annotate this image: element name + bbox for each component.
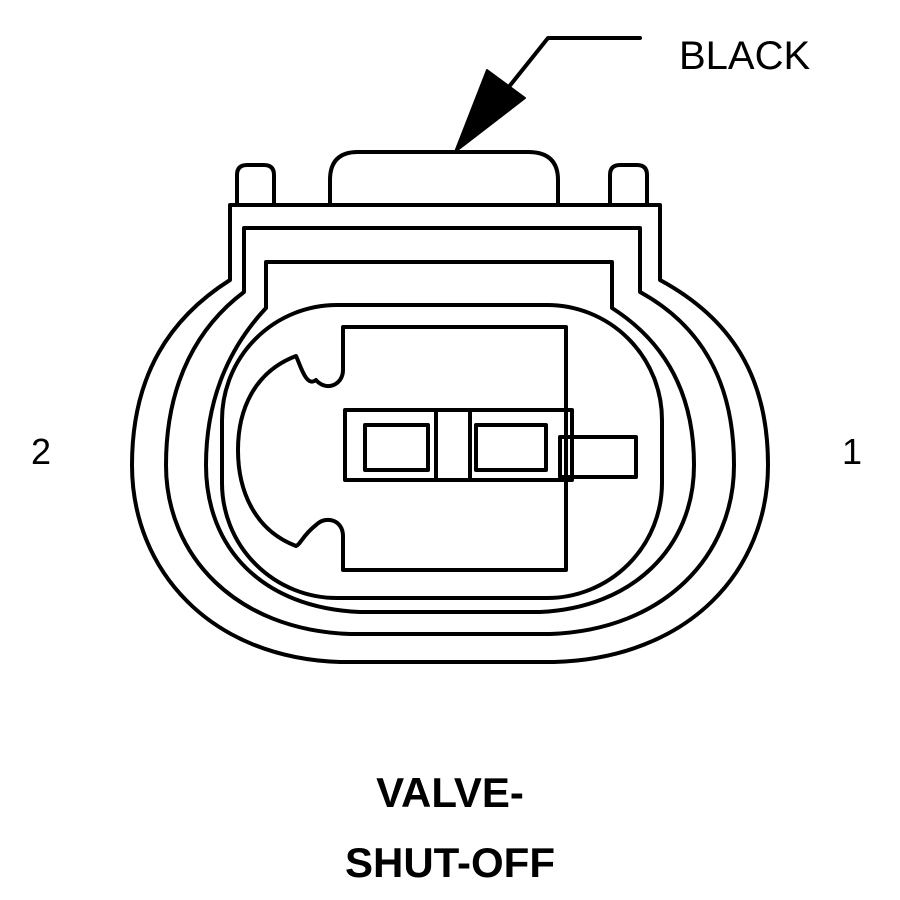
terminal-block [236,325,568,572]
inner-cavity [220,303,664,600]
right-latch-tab [608,163,649,207]
center-locking-hump [328,150,560,207]
middle-housing [164,226,736,636]
terminal-slot-frame [343,408,574,482]
pin-1-label: 1 [842,431,863,472]
connector-title-line-1: VALVE- [376,769,524,816]
terminal-slot-left [363,423,430,472]
wire-color-label: BLACK [679,34,811,78]
callout-arrowhead [454,69,526,153]
outer-housing [130,203,770,664]
connector-title-line-2: SHUT-OFF [345,839,555,886]
seal-outline [204,260,696,614]
terminal-slot-right [474,423,548,472]
terminal-pin-1-tab [558,435,638,479]
pin-2-label: 2 [31,431,52,472]
left-latch-tab [235,163,276,207]
callout-leader-line [498,36,642,100]
